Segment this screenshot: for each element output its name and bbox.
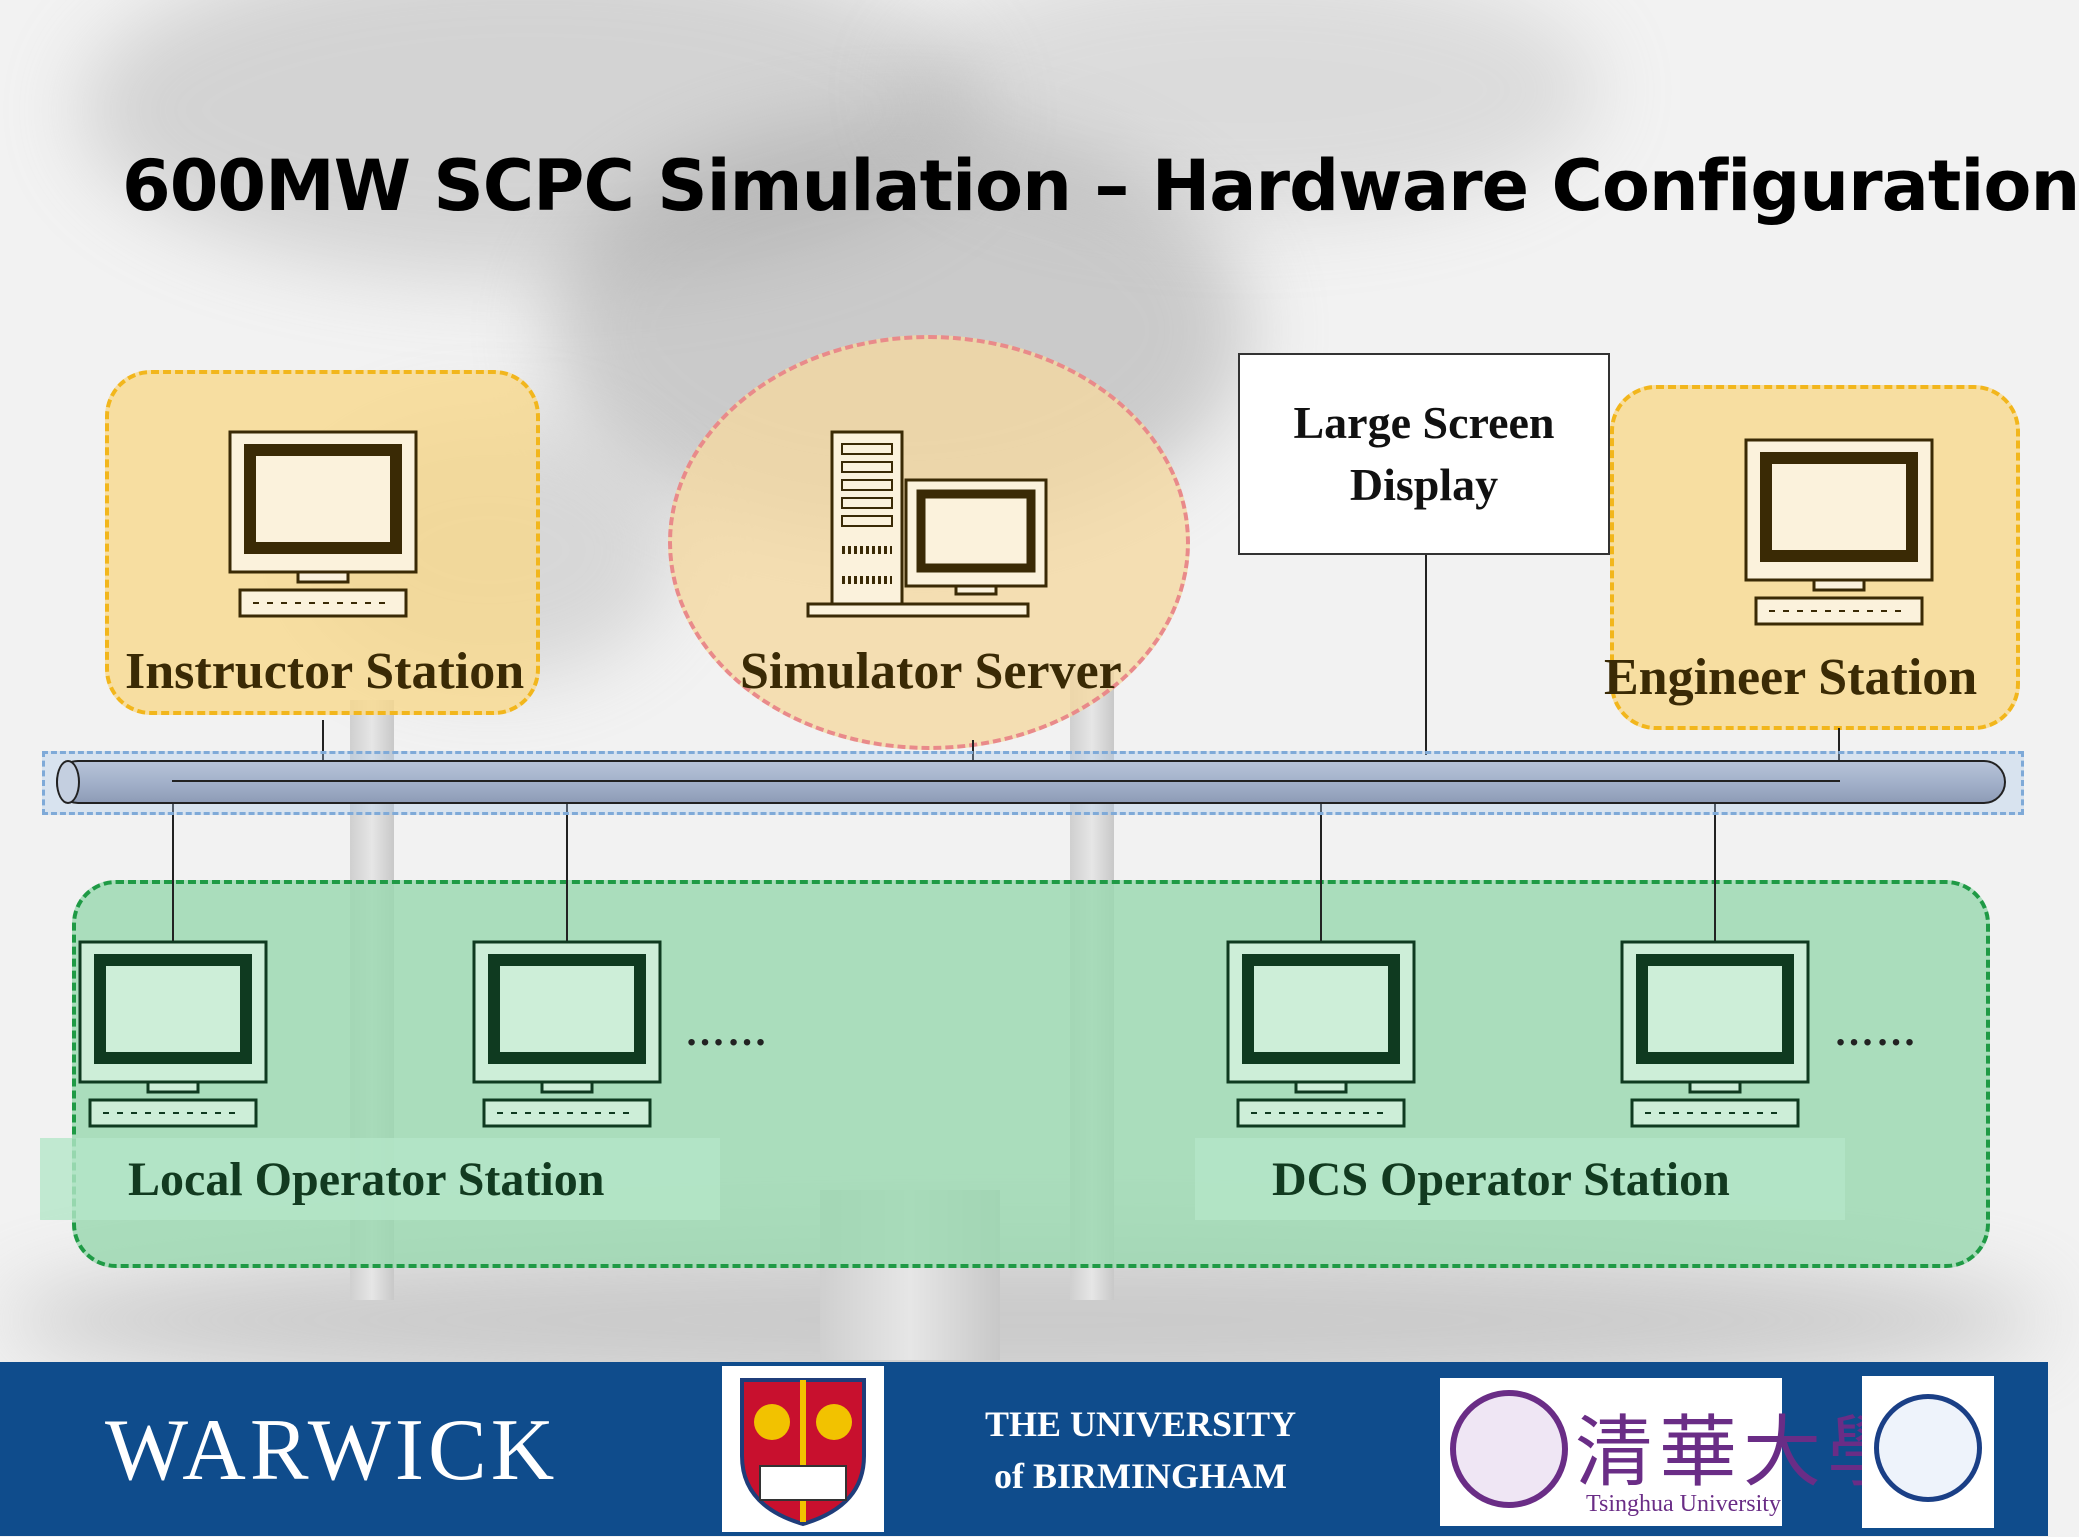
smoke-cloud <box>80 0 980 280</box>
wire <box>172 780 1840 782</box>
computer-icon <box>1226 940 1416 1128</box>
tsinghua-chinese-name: 清華大學 <box>1575 1408 1912 1498</box>
computer-icon <box>1744 438 1934 626</box>
page-title: 600MW SCPC Simulation – Hardware Configu… <box>122 145 2079 227</box>
birmingham-line1: THE UNIVERSITY <box>985 1404 1297 1444</box>
birmingham-line2: of BIRMINGHAM <box>994 1456 1288 1496</box>
university-seal-icon <box>1874 1394 1982 1502</box>
wire <box>322 720 324 780</box>
university-seal-logo <box>1862 1376 1994 1528</box>
crest-icon <box>740 1378 866 1527</box>
local-operator-station-label: Local Operator Station <box>128 1153 605 1206</box>
simulator-server-label: Simulator Server <box>740 643 1122 700</box>
large-screen-label-line1: Large Screen <box>1293 397 1555 448</box>
dcs-operator-label-bg <box>1195 1138 1845 1220</box>
local-operator-label-bg <box>40 1138 720 1220</box>
large-screen-label-line2: Display <box>1349 459 1499 510</box>
computer-icon <box>78 940 268 1128</box>
network-bus <box>56 760 2006 804</box>
tsinghua-english-name: Tsinghua University <box>1586 1491 1781 1517</box>
instructor-station-label: Instructor Station <box>125 643 525 700</box>
computer-icon <box>228 430 418 618</box>
wire <box>1714 780 1716 942</box>
wire <box>172 780 174 942</box>
computer-icon <box>1620 940 1810 1128</box>
birmingham-logo-text: THE UNIVERSITY of BIRMINGHAM <box>985 1398 1296 1502</box>
tsinghua-seal-icon <box>1450 1390 1568 1508</box>
dcs-operator-station-label: DCS Operator Station <box>1272 1153 1730 1206</box>
warwick-logo: WARWICK <box>105 1402 559 1499</box>
birmingham-crest <box>722 1366 884 1532</box>
smoke-cloud <box>900 0 1600 220</box>
wire <box>1320 780 1322 942</box>
more-stations-ellipsis: …… <box>685 1009 769 1054</box>
network-bus-end <box>56 760 80 804</box>
wire <box>566 780 568 942</box>
computer-icon <box>472 940 662 1128</box>
engineer-station-label: Engineer Station <box>1604 649 1978 706</box>
large-screen-display-node: Large Screen Display <box>1238 353 1610 555</box>
wire <box>1425 555 1427 755</box>
more-stations-ellipsis: …… <box>1834 1009 1918 1054</box>
server-tower-icon <box>806 430 1048 618</box>
wire <box>1838 728 1840 780</box>
